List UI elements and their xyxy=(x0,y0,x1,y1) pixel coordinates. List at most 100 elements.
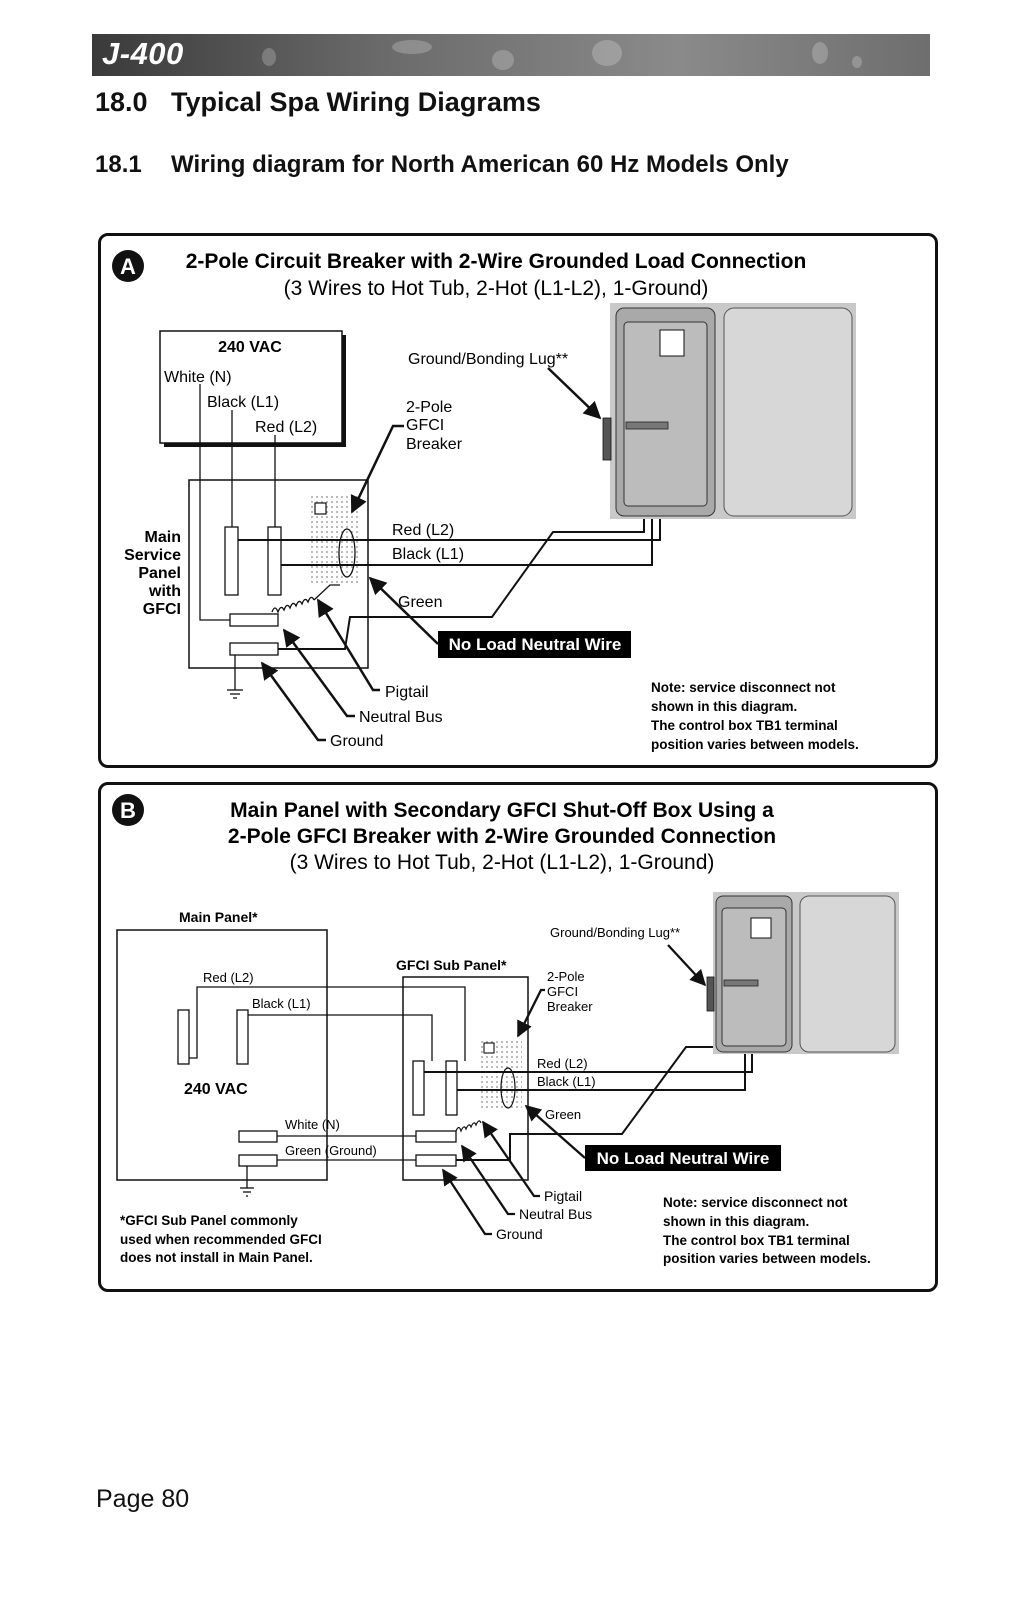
control-box-cover xyxy=(723,307,853,517)
badge-a xyxy=(112,250,144,282)
pigtail-label: Pigtail xyxy=(385,684,429,701)
wire-black-label: Black (L1) xyxy=(392,546,464,563)
sub-neutral-bus xyxy=(415,1130,457,1143)
water-drop-decoration xyxy=(492,50,514,70)
pigtail-coil xyxy=(455,1120,482,1133)
earth-ground-icon xyxy=(227,655,243,699)
main-ground-bus xyxy=(238,1154,278,1167)
sub-breaker-l2 xyxy=(412,1060,425,1116)
supply-wires xyxy=(199,384,276,621)
diagram-b-title-2: 2-Pole GFCI Breaker with 2-Wire Grounded… xyxy=(228,825,776,848)
white-n-label: White (N) xyxy=(164,369,232,386)
diagram-a-subtitle: (3 Wires to Hot Tub, 2-Hot (L1-L2), 1-Gr… xyxy=(284,277,709,300)
b-ground-label: Ground xyxy=(496,1226,543,1242)
b-black-label: Black (L1) xyxy=(252,996,311,1011)
no-neutral-label: No Load Neutral Wire xyxy=(449,635,622,654)
gfci-sensor-coil xyxy=(500,1067,516,1109)
b-breaker-arrow xyxy=(516,988,545,1038)
water-drop-decoration xyxy=(262,48,276,66)
b-neutral-bus-label: Neutral Bus xyxy=(519,1206,592,1222)
gfci-test-button xyxy=(314,502,327,515)
load-wires xyxy=(238,480,661,650)
tb1-terminal xyxy=(750,917,772,939)
supply-label: 240 VAC xyxy=(218,339,282,356)
no-neutral-box xyxy=(438,631,631,658)
diagram-b-title-1: Main Panel with Secondary GFCI Shut-Off … xyxy=(230,799,774,822)
breaker-label-line: GFCI xyxy=(406,417,444,434)
no-neutral-arrow xyxy=(368,576,439,645)
b-breaker-label-line: Breaker xyxy=(547,999,593,1014)
main-breaker-l2 xyxy=(177,1009,190,1065)
badge-b-label: B xyxy=(120,798,136,823)
diagram-b-note: Note: service disconnect not shown in th… xyxy=(663,1195,871,1266)
control-box-enclosure xyxy=(721,907,787,1047)
section-title: Typical Spa Wiring Diagrams xyxy=(171,87,541,117)
breaker-arrow xyxy=(350,424,404,514)
b-breaker-label-line: 2-Pole xyxy=(547,969,585,984)
breaker-label-line: Breaker xyxy=(406,436,463,453)
page-number: Page 80 xyxy=(96,1485,190,1513)
note-line: Note: service disconnect not xyxy=(651,680,836,695)
header-banner: J-400 xyxy=(92,34,930,76)
note-line: position varies between models. xyxy=(663,1251,871,1266)
panel-label-line: GFCI xyxy=(143,601,181,618)
supply-box xyxy=(159,330,343,444)
b-neutral-bus-arrow xyxy=(461,1144,515,1216)
main-neutral-bus xyxy=(238,1130,278,1143)
pigtail-arrow xyxy=(316,598,380,692)
wire-red-label: Red (L2) xyxy=(392,522,454,539)
service-panel-box xyxy=(188,479,369,669)
load-wires xyxy=(424,1046,753,1161)
b-breaker-label-line: GFCI xyxy=(547,984,578,999)
b-ground-arrow xyxy=(442,1168,492,1236)
note-line: Note: service disconnect not xyxy=(663,1195,848,1210)
main-breaker-l1 xyxy=(236,1009,249,1065)
control-box-cover xyxy=(799,895,896,1053)
ground-bonding-lug xyxy=(602,417,612,461)
diagram-b-subtitle: (3 Wires to Hot Tub, 2-Hot (L1-L2), 1-Gr… xyxy=(290,851,715,874)
ground-bonding-bar xyxy=(723,979,759,987)
water-drop-decoration xyxy=(392,40,432,54)
pigtail-lead xyxy=(313,584,340,601)
earth-ground-icon xyxy=(240,1166,254,1197)
ground-bus xyxy=(229,642,279,656)
footnote-line: *GFCI Sub Panel commonly xyxy=(120,1213,298,1228)
neutral-bus-label: Neutral Bus xyxy=(359,709,443,726)
b-green-ground-label: Green (Ground) xyxy=(285,1143,377,1158)
subsection-number: 18.1 xyxy=(95,151,142,178)
b-wire-red-label: Red (L2) xyxy=(537,1056,588,1071)
footnote-line: used when recommended GFCI xyxy=(120,1232,322,1247)
model-title: J-400 xyxy=(102,36,184,71)
panel-label-line: Service xyxy=(124,547,181,564)
lug-arrow xyxy=(547,367,602,420)
main-breaker-l2 xyxy=(267,526,282,596)
diagram-a-note: Note: service disconnect not shown in th… xyxy=(651,680,859,752)
b-wire-black-label: Black (L1) xyxy=(537,1074,596,1089)
neutral-bus xyxy=(229,613,279,627)
panel-label-line: with xyxy=(148,583,181,600)
ground-arrow xyxy=(260,661,326,742)
tb1-terminal xyxy=(659,329,685,357)
lug-label: Ground/Bonding Lug** xyxy=(408,351,568,368)
ground-label: Ground xyxy=(330,733,383,750)
b-no-neutral-arrow xyxy=(524,1104,586,1159)
sub-panel-box xyxy=(402,976,529,1181)
spa-control-box xyxy=(602,303,856,519)
service-panel-label: Main Service Panel with GFCI xyxy=(124,529,181,618)
note-line: shown in this diagram. xyxy=(663,1214,809,1229)
b-pigtail-arrow xyxy=(482,1120,540,1198)
b-red-label: Red (L2) xyxy=(203,970,254,985)
b-lug-arrow xyxy=(667,944,707,987)
b-pigtail-label: Pigtail xyxy=(544,1188,582,1204)
black-l1-label: Black (L1) xyxy=(207,394,279,411)
note-line: position varies between models. xyxy=(651,737,859,752)
gfci-test-button xyxy=(483,1042,495,1054)
ground-bonding-lug xyxy=(706,976,715,1012)
main-panel-box xyxy=(116,929,328,1181)
water-drop-decoration xyxy=(852,56,862,68)
gfci-sensor-coil xyxy=(338,528,356,578)
panel-label-line: Panel xyxy=(138,565,181,582)
